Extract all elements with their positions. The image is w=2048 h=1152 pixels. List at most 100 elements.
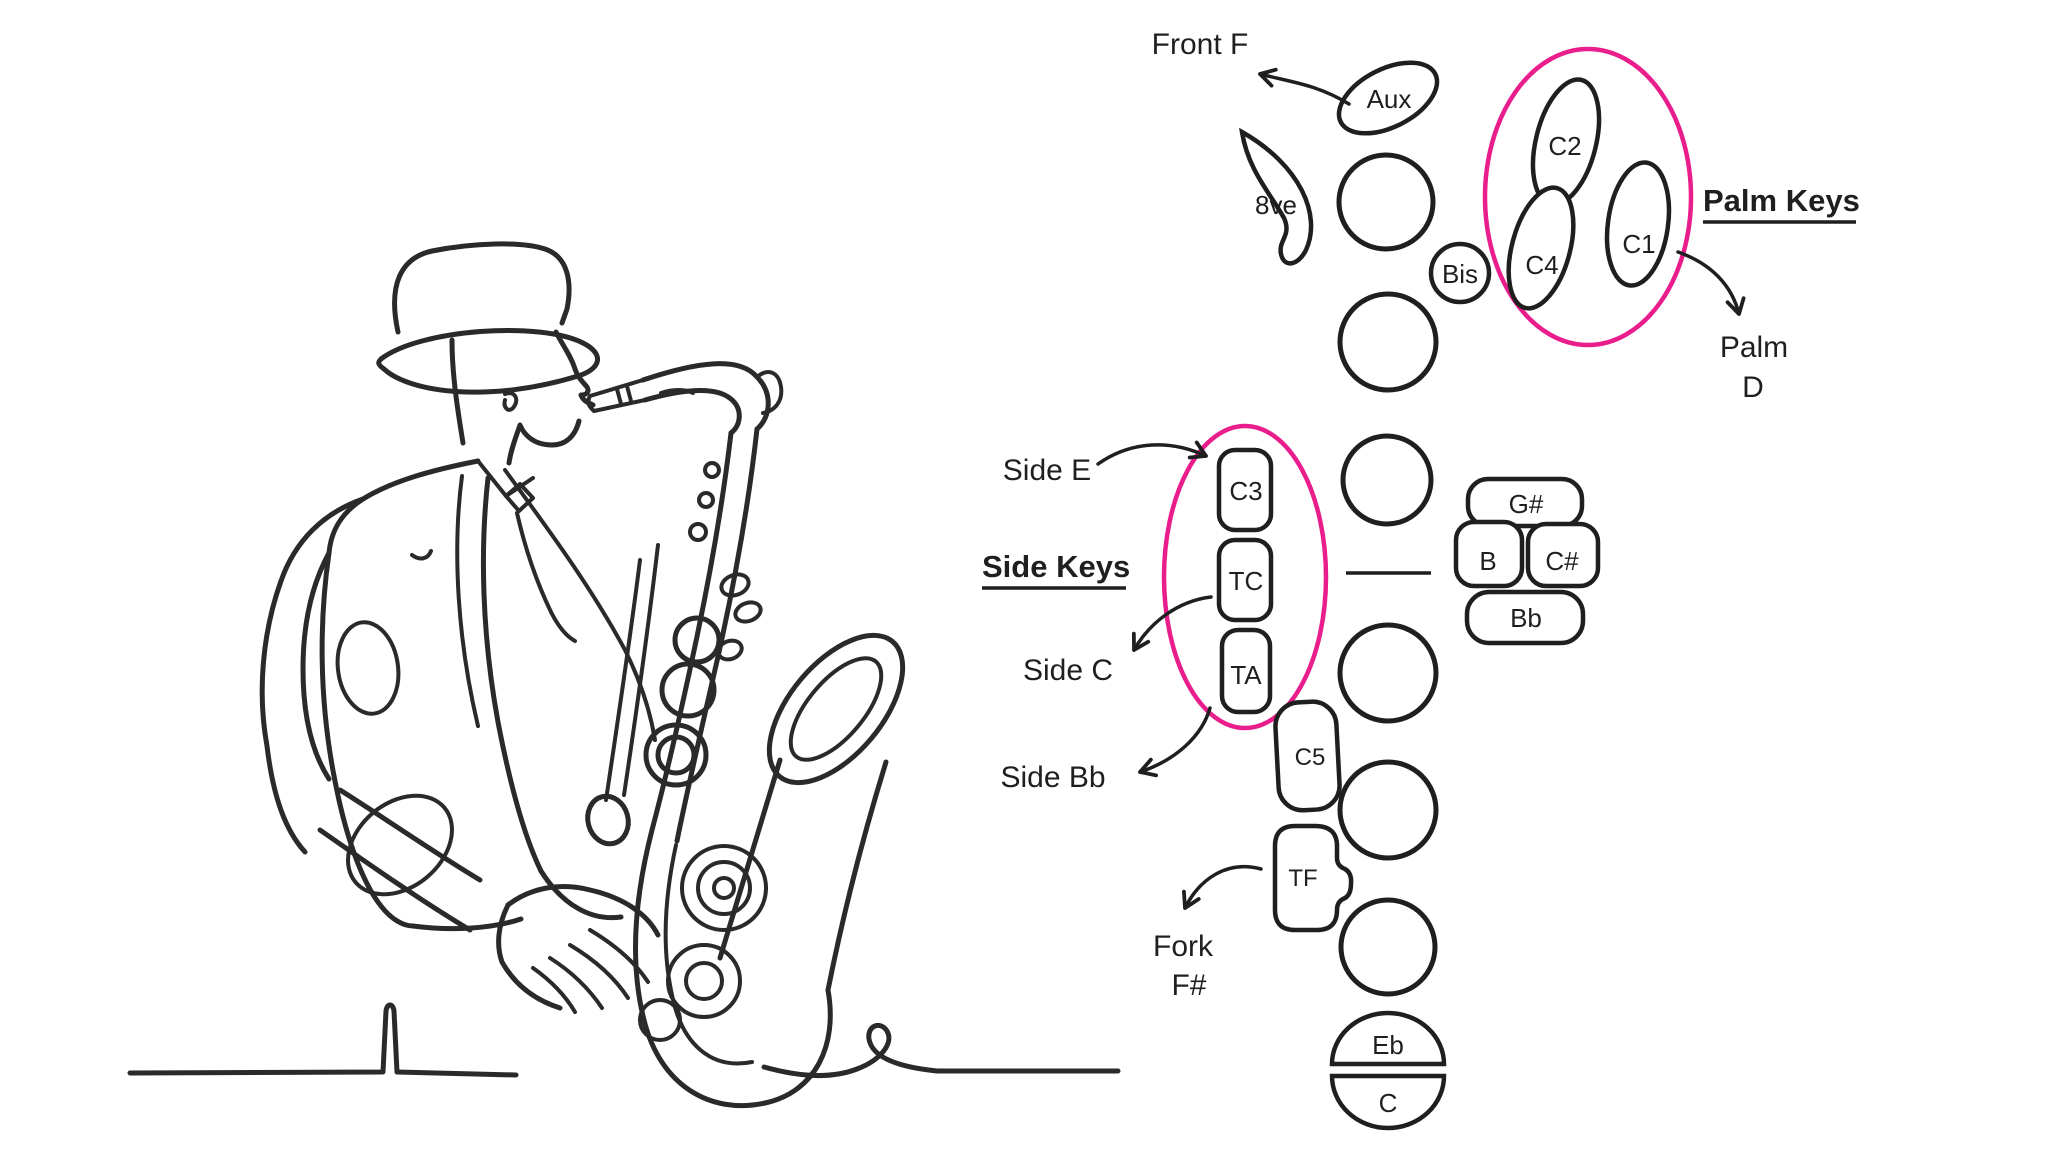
right-hand	[496, 884, 661, 1014]
sax-body	[674, 426, 760, 844]
side-bb-label: Side Bb	[1000, 761, 1105, 794]
csharp-shape	[1525, 521, 1601, 589]
left-arm	[259, 496, 483, 933]
bell-rim-outer	[766, 632, 906, 786]
svg-text:D: D	[1742, 371, 1764, 404]
c5-shape	[1273, 699, 1342, 813]
c5-label: C5	[1295, 744, 1326, 771]
side-keys-heading: Side Keys	[982, 549, 1130, 590]
svg-text:F#: F#	[1171, 969, 1206, 1002]
key-palm-c2: C2	[1530, 77, 1602, 207]
svg-text:Side Keys: Side Keys	[982, 549, 1130, 584]
palm-c1-shape	[1604, 160, 1672, 288]
tone-hole-2	[1337, 291, 1439, 393]
side-e-label: Side E	[1003, 454, 1091, 487]
upper-pads	[688, 461, 763, 662]
eb-label: Eb	[1372, 1030, 1404, 1060]
c-label: C	[1379, 1088, 1398, 1118]
collar-and-tie	[476, 459, 577, 643]
side-tc-label: TC	[1229, 566, 1264, 596]
bb-label: Bb	[1510, 603, 1542, 633]
tf-label: TF	[1288, 865, 1317, 892]
bb-shape	[1464, 589, 1586, 646]
eb-shape	[1329, 1010, 1447, 1067]
bell-rim-inner	[788, 656, 884, 762]
side-c3-shape	[1216, 447, 1274, 533]
bis-key-shape	[1428, 241, 1492, 305]
tone-hole-5	[1337, 759, 1439, 861]
key-eb: Eb	[1329, 1010, 1447, 1067]
neck-curl	[755, 370, 784, 415]
octave-key-label: 8ve	[1255, 190, 1297, 220]
key-side-ta: TA	[1219, 627, 1273, 715]
hat	[376, 241, 600, 395]
buttonhole	[410, 549, 433, 561]
saxophone	[585, 361, 906, 1109]
sax-player-illustration	[127, 241, 1121, 1109]
palm-d-label: Palm D	[1720, 331, 1788, 404]
aux-key-label: Aux	[1367, 84, 1412, 114]
tone-hole-1	[1336, 152, 1436, 252]
tone-hole-6	[1338, 897, 1438, 997]
ear	[502, 391, 519, 412]
torso	[319, 458, 657, 932]
tone-hole-4	[1337, 622, 1439, 724]
arrow-side-c	[1131, 595, 1213, 652]
svg-text:Palm: Palm	[1720, 331, 1788, 364]
tone-pads	[585, 615, 722, 847]
key-diagram: 8ve Aux Bis C2 C4	[982, 28, 1860, 1131]
key-side-c3: C3	[1216, 447, 1274, 533]
key-tf: TF	[1272, 823, 1354, 933]
side-c3-label: C3	[1229, 476, 1262, 506]
arrow-side-e	[1096, 440, 1208, 466]
bis-key-label: Bis	[1442, 259, 1478, 289]
gsharp-label: G#	[1509, 489, 1544, 519]
key-palm-c4: C4	[1506, 185, 1576, 311]
tone-hole-3	[1340, 433, 1434, 527]
side-tc-shape	[1216, 537, 1274, 623]
key-aux: Aux	[1336, 60, 1440, 136]
tf-shape	[1272, 823, 1354, 933]
arrow-side-bb	[1138, 706, 1212, 778]
side-ta-shape	[1219, 627, 1273, 715]
side-ta-label: TA	[1230, 660, 1262, 690]
fork-f-sharp-label: Fork F#	[1153, 930, 1214, 1002]
ground-line	[127, 1002, 1121, 1078]
key-bis: Bis	[1428, 241, 1492, 305]
csharp-label: C#	[1545, 546, 1579, 576]
key-b: B	[1453, 519, 1525, 589]
palm-c2-label: C2	[1548, 131, 1581, 161]
mouthpiece	[586, 378, 647, 413]
key-c5: C5	[1273, 699, 1342, 813]
key-csharp: C#	[1525, 521, 1601, 589]
key-rods	[604, 543, 660, 802]
palm-c1-label: C1	[1622, 229, 1655, 259]
front-f-label: Front F	[1152, 28, 1249, 61]
side-keys-highlight-ring	[1161, 423, 1329, 731]
palm-c4-shape	[1506, 185, 1576, 311]
octave-key-shape	[1239, 127, 1314, 266]
aux-key-shape	[1336, 60, 1440, 136]
arrow-fork-f-sharp	[1182, 864, 1263, 910]
palm-keys-highlight-ring	[1482, 46, 1694, 348]
key-palm-c1: C1	[1604, 160, 1672, 288]
key-gsharp: G#	[1465, 476, 1585, 529]
svg-text:Fork: Fork	[1153, 930, 1214, 963]
b-label: B	[1479, 546, 1496, 576]
head-profile	[449, 329, 596, 466]
key-side-tc: TC	[1216, 537, 1274, 623]
palm-keys-heading: Palm Keys	[1703, 183, 1860, 224]
c-shape	[1329, 1073, 1447, 1131]
key-bb: Bb	[1464, 589, 1586, 646]
gsharp-shape	[1465, 476, 1585, 529]
arrow-front-f	[1258, 67, 1351, 106]
b-shape	[1453, 519, 1525, 589]
svg-text:Palm Keys: Palm Keys	[1703, 183, 1860, 218]
key-c: C	[1329, 1073, 1447, 1131]
key-octave: 8ve	[1239, 127, 1314, 266]
side-c-label: Side C	[1023, 654, 1113, 687]
palm-c4-label: C4	[1525, 250, 1558, 280]
arrow-palm-d	[1676, 250, 1746, 316]
bell-tube	[825, 759, 889, 993]
